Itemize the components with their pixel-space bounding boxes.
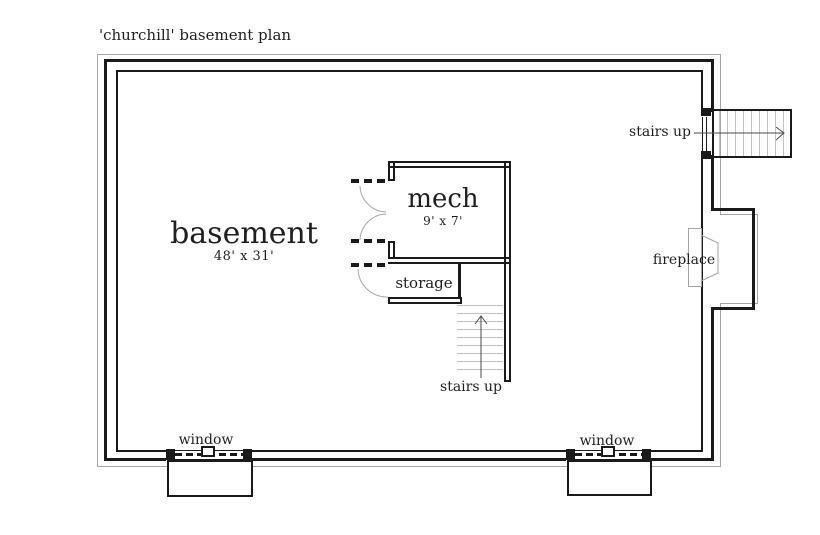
room-label-basement: basement bbox=[170, 216, 318, 251]
stair-tread bbox=[775, 111, 776, 156]
room-label-storage: storage bbox=[395, 274, 453, 292]
window-left-label: window bbox=[178, 432, 234, 448]
window-sill-line bbox=[175, 459, 243, 460]
outline-bump-top bbox=[720, 214, 758, 215]
storage-wall-right bbox=[458, 262, 461, 299]
stair-tread bbox=[457, 345, 503, 346]
window-sill-line bbox=[575, 459, 642, 460]
plan-title: 'churchill' basement plan bbox=[99, 26, 292, 44]
window-mullion bbox=[201, 446, 215, 457]
mech-wall-bottom bbox=[388, 257, 511, 264]
wall-segment bbox=[711, 155, 714, 211]
wall-segment bbox=[711, 59, 714, 112]
wall-segment bbox=[651, 458, 714, 461]
outline-bottom bbox=[97, 466, 721, 467]
wall-segment bbox=[116, 450, 166, 452]
window-well bbox=[167, 460, 253, 497]
room-label-mech: mech bbox=[407, 184, 479, 214]
mech-wall-stub-lower bbox=[388, 241, 395, 259]
room-dims-mech: 9' x 7' bbox=[423, 214, 463, 228]
window-mullion bbox=[601, 446, 615, 457]
wall-end-cap bbox=[460, 297, 462, 304]
window-right-label: window bbox=[579, 433, 635, 449]
window-jamb bbox=[566, 449, 575, 460]
mech-wall-top bbox=[388, 161, 511, 168]
stair-tread bbox=[719, 111, 720, 156]
window-jamb bbox=[166, 449, 175, 460]
window-well bbox=[567, 460, 652, 496]
storage-door-leaf bbox=[351, 263, 389, 267]
wall-end-cap bbox=[388, 297, 390, 304]
stair-tread bbox=[457, 329, 503, 330]
window-jamb bbox=[642, 449, 651, 460]
stairs-upper-outline bbox=[712, 109, 792, 158]
outline-left bbox=[97, 54, 98, 467]
fireplace-bump-top bbox=[711, 208, 755, 211]
wall-segment bbox=[104, 59, 107, 461]
outline-bump-bottom bbox=[720, 303, 758, 304]
mech-door-leaf-upper bbox=[351, 179, 389, 183]
window-jamb bbox=[243, 449, 252, 460]
wall-end-cap bbox=[504, 380, 511, 382]
stair-tread bbox=[457, 369, 503, 370]
stair-tread bbox=[727, 111, 728, 156]
fireplace-bump-bottom bbox=[711, 307, 755, 310]
wall-segment bbox=[252, 450, 566, 452]
wall-segment bbox=[116, 70, 118, 452]
wall-segment bbox=[252, 458, 566, 461]
stair-tread bbox=[457, 337, 503, 338]
stair-tread bbox=[743, 111, 744, 156]
fireplace-bump-right bbox=[752, 208, 755, 310]
wall-segment bbox=[701, 70, 703, 112]
stair-tread bbox=[767, 111, 768, 156]
stair-tread bbox=[735, 111, 736, 156]
stair-tread bbox=[457, 321, 503, 322]
door-jamb bbox=[701, 108, 711, 116]
wall-segment bbox=[116, 70, 703, 72]
stair-tread bbox=[457, 313, 503, 314]
wall-end-cap bbox=[388, 241, 395, 243]
stair-tread bbox=[759, 111, 760, 156]
wall-segment bbox=[711, 310, 714, 461]
mech-door-leaf-lower bbox=[351, 239, 389, 243]
stair-tread bbox=[457, 353, 503, 354]
outline-right-lower bbox=[720, 303, 721, 467]
stair-tread bbox=[457, 361, 503, 362]
stairs-lower-label: stairs up bbox=[440, 379, 502, 395]
stair-tread bbox=[457, 305, 503, 306]
mech-wall-stub-upper bbox=[388, 161, 395, 181]
storage-wall-bottom bbox=[388, 297, 462, 304]
wall-segment bbox=[104, 458, 166, 461]
outline-top bbox=[97, 54, 721, 55]
stairs-upper-label: stairs up bbox=[629, 124, 691, 140]
door-jamb bbox=[701, 151, 711, 159]
outline-bump-right bbox=[757, 214, 758, 304]
wall-segment bbox=[701, 155, 703, 452]
stair-opening-trim bbox=[702, 117, 707, 151]
stair-tread bbox=[751, 111, 752, 156]
mech-stair-wall-right bbox=[504, 161, 511, 382]
fireplace-label: fireplace bbox=[652, 252, 716, 268]
wall-end-cap bbox=[388, 179, 395, 181]
room-dims-basement: 48' x 31' bbox=[213, 249, 275, 264]
wall-segment bbox=[651, 450, 703, 452]
outline-right-upper bbox=[720, 54, 721, 214]
wall-segment bbox=[104, 59, 714, 62]
